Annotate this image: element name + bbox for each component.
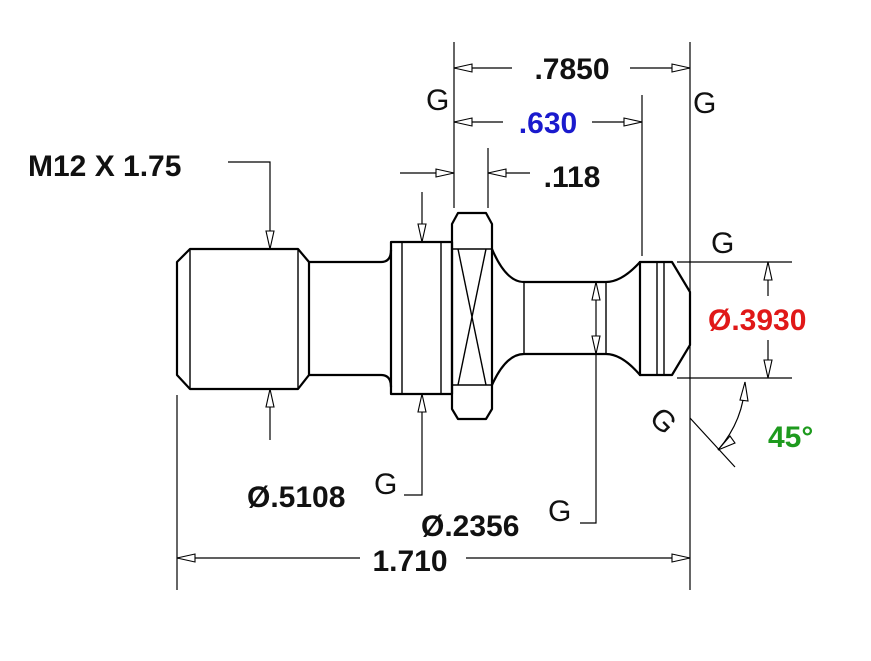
shank-dia-gauge-symbol: G xyxy=(374,468,397,501)
dim-collar-width-value: .118 xyxy=(544,161,601,194)
head xyxy=(638,260,692,377)
dim-neck-dia-value: Ø.2356 xyxy=(421,510,519,543)
gauge-symbol-head: G xyxy=(711,227,734,260)
dim-shank-dia-value: Ø.5108 xyxy=(247,481,345,514)
dim-overall-length: 1.710 xyxy=(176,545,691,578)
dim-overall-length-value: 1.710 xyxy=(372,545,447,578)
dim-chamfer-angle-value: 45° xyxy=(768,421,813,454)
chamfer-gauge-symbol: G xyxy=(643,401,683,441)
shank-body xyxy=(389,240,454,396)
dim-shank-length-value: .630 xyxy=(519,107,577,140)
relief-neck xyxy=(307,248,393,389)
neck xyxy=(490,247,642,387)
part-outline xyxy=(175,211,692,421)
dim-shank-length: .630 xyxy=(453,107,643,140)
gauge-symbol-right: G xyxy=(693,87,716,120)
neck-dia-gauge-symbol: G xyxy=(548,495,571,528)
dim-collar-width: .118 xyxy=(400,161,600,194)
dim-head-length: .7850 xyxy=(453,53,691,86)
thread-callout: M12 X 1.75 xyxy=(28,150,275,440)
gauge-symbol-left: G xyxy=(426,84,449,117)
dim-chamfer-angle: 45° G xyxy=(643,381,813,468)
dim-head-dia-value: Ø.3930 xyxy=(708,304,806,337)
thread-callout-text: M12 X 1.75 xyxy=(28,150,181,183)
dim-head-dia: Ø.3930 xyxy=(708,261,806,379)
collar xyxy=(450,211,494,421)
thread-section xyxy=(175,247,311,391)
dim-shank-dia: Ø.5108 G xyxy=(247,192,427,514)
dim-neck-dia: Ø.2356 G xyxy=(421,281,601,543)
dim-head-length-value: .7850 xyxy=(534,53,609,86)
